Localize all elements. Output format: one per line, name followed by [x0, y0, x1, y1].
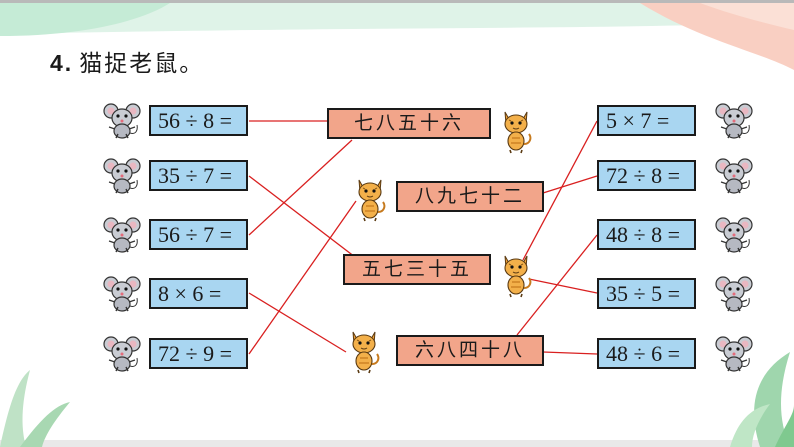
- mouse-icon: [715, 217, 753, 253]
- left-equation[interactable]: 56 ÷ 8 =: [149, 105, 248, 136]
- mouse-icon: [103, 336, 141, 372]
- mouse-icon: [103, 276, 141, 312]
- left-equation[interactable]: 8 × 6 =: [149, 278, 248, 309]
- leaf-decoration-right: [730, 352, 794, 447]
- right-equation[interactable]: 35 ÷ 5 =: [597, 278, 696, 309]
- cat-icon: [504, 111, 532, 154]
- left-equation[interactable]: 72 ÷ 9 =: [149, 338, 248, 369]
- right-equation[interactable]: 48 ÷ 8 =: [597, 219, 696, 250]
- mouse-icon: [103, 158, 141, 194]
- mouse-icon: [715, 158, 753, 194]
- right-equation[interactable]: 5 × 7 =: [597, 105, 696, 136]
- cat-icon: [352, 331, 380, 374]
- exercise-number: 4.: [50, 50, 74, 76]
- mouse-icon: [715, 103, 753, 139]
- left-equation[interactable]: 35 ÷ 7 =: [149, 160, 248, 191]
- mouse-icon: [715, 336, 753, 372]
- answer-box[interactable]: 八九七十二: [396, 181, 544, 212]
- right-equation[interactable]: 48 ÷ 6 =: [597, 338, 696, 369]
- left-equation[interactable]: 56 ÷ 7 =: [149, 219, 248, 250]
- mouse-icon: [103, 217, 141, 253]
- leaf-decoration-left: [0, 370, 70, 447]
- answer-box[interactable]: 六八四十八: [396, 335, 544, 366]
- mouse-icon: [103, 103, 141, 139]
- exercise-title: 4.猫捉老鼠。: [50, 44, 204, 78]
- answer-box[interactable]: 五七三十五: [343, 254, 491, 285]
- cat-icon: [358, 179, 386, 222]
- exercise-title-text: 猫捉老鼠。: [79, 51, 205, 77]
- mouse-icon: [715, 276, 753, 312]
- cat-icon: [504, 255, 532, 298]
- answer-box[interactable]: 七八五十六: [327, 108, 491, 139]
- right-equation[interactable]: 72 ÷ 8 =: [597, 160, 696, 191]
